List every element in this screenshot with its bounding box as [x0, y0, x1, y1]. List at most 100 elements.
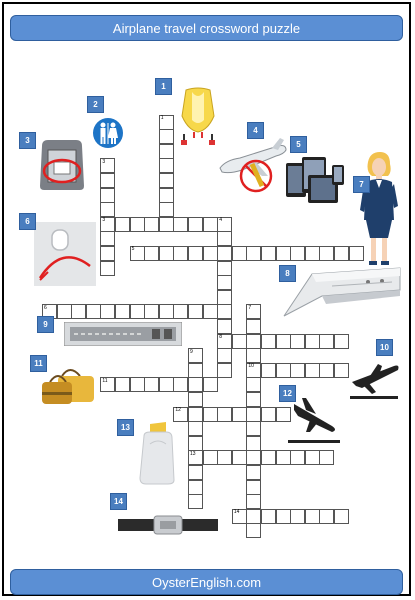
grid-cell[interactable] [217, 333, 233, 349]
grid-cell[interactable] [275, 508, 291, 524]
grid-cell[interactable] [334, 508, 349, 524]
grid-cell[interactable] [217, 260, 233, 276]
grid-cell[interactable] [158, 202, 174, 218]
grid-cell[interactable] [246, 333, 262, 349]
grid-cell[interactable] [100, 377, 116, 393]
grid-cell[interactable] [173, 304, 189, 320]
grid-cell[interactable] [188, 362, 203, 378]
grid-cell[interactable] [100, 158, 116, 174]
grid-cell[interactable] [202, 406, 218, 422]
grid-cell[interactable] [261, 450, 276, 466]
grid-cell[interactable] [188, 216, 203, 232]
grid-cell[interactable] [246, 421, 262, 437]
grid-cell[interactable] [158, 114, 174, 130]
grid-cell[interactable] [188, 479, 203, 495]
grid-cell[interactable] [188, 391, 203, 407]
grid-cell[interactable] [56, 304, 72, 320]
grid-cell[interactable] [217, 289, 233, 305]
grid-cell[interactable] [275, 450, 291, 466]
grid-cell[interactable] [217, 406, 233, 422]
grid-cell[interactable] [217, 275, 233, 291]
grid-cell[interactable] [188, 464, 203, 480]
grid-cell[interactable] [158, 172, 174, 188]
grid-cell[interactable] [304, 450, 320, 466]
grid-cell[interactable] [188, 304, 203, 320]
grid-cell[interactable] [290, 508, 306, 524]
grid-cell[interactable] [202, 245, 218, 261]
grid-cell[interactable] [202, 450, 218, 466]
grid-cell[interactable] [173, 377, 189, 393]
grid-cell[interactable] [217, 304, 233, 320]
grid-cell[interactable] [100, 172, 116, 188]
grid-cell[interactable] [231, 245, 247, 261]
grid-cell[interactable] [129, 245, 145, 261]
grid-cell[interactable] [129, 377, 145, 393]
grid-cell[interactable] [304, 508, 320, 524]
grid-cell[interactable] [115, 377, 130, 393]
grid-cell[interactable] [173, 245, 189, 261]
grid-cell[interactable] [188, 348, 203, 364]
grid-cell[interactable] [129, 304, 145, 320]
grid-cell[interactable] [158, 129, 174, 145]
grid-cell[interactable] [158, 187, 174, 203]
grid-cell[interactable] [144, 216, 160, 232]
grid-cell[interactable] [217, 450, 233, 466]
grid-cell[interactable] [290, 362, 306, 378]
grid-cell[interactable] [246, 377, 262, 393]
grid-cell[interactable] [275, 245, 291, 261]
grid-cell[interactable] [246, 348, 262, 364]
grid-cell[interactable] [246, 304, 262, 320]
grid-cell[interactable] [290, 450, 306, 466]
grid-cell[interactable] [217, 231, 233, 247]
grid-cell[interactable] [246, 450, 262, 466]
grid-cell[interactable] [202, 377, 218, 393]
grid-cell[interactable] [261, 333, 276, 349]
grid-cell[interactable] [115, 216, 130, 232]
grid-cell[interactable] [100, 245, 116, 261]
grid-cell[interactable] [319, 333, 335, 349]
grid-cell[interactable] [246, 318, 262, 334]
grid-cell[interactable] [173, 406, 189, 422]
grid-cell[interactable] [71, 304, 87, 320]
grid-cell[interactable] [100, 202, 116, 218]
grid-cell[interactable] [261, 362, 276, 378]
grid-cell[interactable] [246, 391, 262, 407]
grid-cell[interactable] [304, 333, 320, 349]
grid-cell[interactable] [188, 494, 203, 510]
grid-cell[interactable] [217, 318, 233, 334]
grid-cell[interactable] [261, 508, 276, 524]
grid-cell[interactable] [100, 260, 116, 276]
grid-cell[interactable] [231, 450, 247, 466]
grid-cell[interactable] [275, 406, 291, 422]
grid-cell[interactable] [144, 245, 160, 261]
grid-cell[interactable] [231, 406, 247, 422]
grid-cell[interactable] [144, 377, 160, 393]
grid-cell[interactable] [334, 245, 349, 261]
grid-cell[interactable] [100, 304, 116, 320]
grid-cell[interactable] [202, 216, 218, 232]
grid-cell[interactable] [304, 245, 320, 261]
grid-cell[interactable] [188, 450, 203, 466]
grid-cell[interactable] [319, 362, 335, 378]
grid-cell[interactable] [246, 435, 262, 451]
grid-cell[interactable] [100, 187, 116, 203]
grid-cell[interactable] [158, 304, 174, 320]
grid-cell[interactable] [188, 377, 203, 393]
grid-cell[interactable] [188, 421, 203, 437]
grid-cell[interactable] [188, 435, 203, 451]
grid-cell[interactable] [188, 406, 203, 422]
grid-cell[interactable] [158, 245, 174, 261]
grid-cell[interactable] [246, 245, 262, 261]
grid-cell[interactable] [319, 450, 335, 466]
grid-cell[interactable] [246, 406, 262, 422]
grid-cell[interactable] [246, 523, 262, 539]
grid-cell[interactable] [334, 362, 349, 378]
grid-cell[interactable] [261, 245, 276, 261]
grid-cell[interactable] [319, 508, 335, 524]
grid-cell[interactable] [319, 245, 335, 261]
grid-cell[interactable] [304, 362, 320, 378]
grid-cell[interactable] [129, 216, 145, 232]
grid-cell[interactable] [115, 304, 130, 320]
grid-cell[interactable] [275, 333, 291, 349]
grid-cell[interactable] [100, 216, 116, 232]
